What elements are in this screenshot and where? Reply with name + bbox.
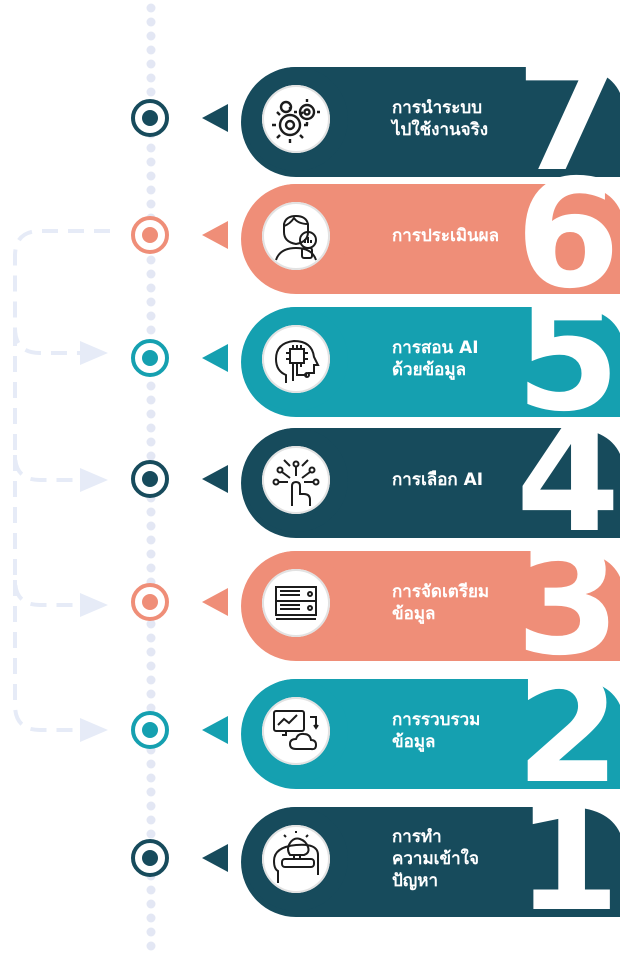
- timeline-marker: [131, 839, 169, 877]
- step-label: การทำความเข้าใจปัญหา: [392, 826, 522, 892]
- pointer-triangle: [202, 716, 228, 744]
- step-label-line: การทำ: [392, 827, 442, 847]
- person-chart-icon: [275, 214, 317, 261]
- monitor-cloud-data-icon: [273, 710, 319, 751]
- step-number: 7: [515, 31, 620, 205]
- icon-disc: [262, 446, 330, 514]
- timeline-marker-core: [142, 594, 158, 610]
- timeline-marker-core: [142, 227, 158, 243]
- step-label-line: ข้อมูล: [392, 732, 436, 752]
- step-label: การประเมินผล: [392, 225, 522, 247]
- step-row-4: 4 การเลือก AI: [0, 392, 620, 566]
- pointer-triangle: [202, 344, 228, 372]
- step-label-line: การจัดเตรียม: [392, 582, 490, 602]
- icon-disc: [262, 697, 330, 765]
- timeline-marker-core: [142, 471, 158, 487]
- step-row-6: 6 การประเมินผล: [0, 148, 620, 322]
- step-label-line: ด้วยข้อมูล: [392, 360, 467, 380]
- timeline-marker: [131, 216, 169, 254]
- ai-head-chip-icon: [274, 339, 320, 383]
- icon-disc: [262, 825, 330, 893]
- step-number: 5: [515, 271, 620, 445]
- step-label: การจัดเตรียมข้อมูล: [392, 581, 522, 625]
- step-label-line: การสอน AI: [392, 338, 479, 358]
- step-number: 3: [515, 515, 620, 689]
- head-lightbulb-icon: [272, 831, 319, 883]
- step-label-line: ไปใช้งานจริง: [392, 120, 489, 140]
- server-rack-icon: [275, 586, 317, 620]
- step-label-line: การนำระบบ: [392, 98, 482, 118]
- timeline-marker: [131, 99, 169, 137]
- timeline-marker-core: [142, 110, 158, 126]
- icon-disc: [262, 569, 330, 637]
- step-label-line: ความเข้าใจ: [392, 849, 479, 869]
- step-label: การเลือก AI: [392, 469, 522, 491]
- timeline-marker-core: [142, 350, 158, 366]
- step-number: 1: [515, 771, 620, 945]
- step-label-line: ข้อมูล: [392, 604, 436, 624]
- step-label-line: การรวบรวม: [392, 710, 481, 730]
- step-number: 2: [515, 643, 620, 817]
- step-label: การรวบรวมข้อมูล: [392, 709, 522, 753]
- timeline-marker: [131, 339, 169, 377]
- icon-disc: [262, 202, 330, 270]
- pointer-triangle: [202, 844, 228, 872]
- pointer-triangle: [202, 104, 228, 132]
- step-label-line: การประเมินผล: [392, 226, 500, 246]
- pointer-triangle: [202, 588, 228, 616]
- timeline-marker-core: [142, 722, 158, 738]
- timeline-marker: [131, 583, 169, 621]
- icon-disc: [262, 325, 330, 393]
- step-label-line: การเลือก AI: [392, 470, 484, 490]
- step-number: 4: [515, 392, 620, 566]
- timeline-marker: [131, 711, 169, 749]
- gears-icon: [272, 99, 320, 143]
- step-label-line: ปัญหา: [392, 871, 439, 891]
- step-number: 6: [515, 148, 620, 322]
- hand-network-icon: [272, 459, 320, 506]
- timeline-marker: [131, 460, 169, 498]
- pointer-triangle: [202, 221, 228, 249]
- pointer-triangle: [202, 465, 228, 493]
- timeline-marker-core: [142, 850, 158, 866]
- step-label: การนำระบบไปใช้งานจริง: [392, 97, 522, 141]
- icon-disc: [262, 85, 330, 153]
